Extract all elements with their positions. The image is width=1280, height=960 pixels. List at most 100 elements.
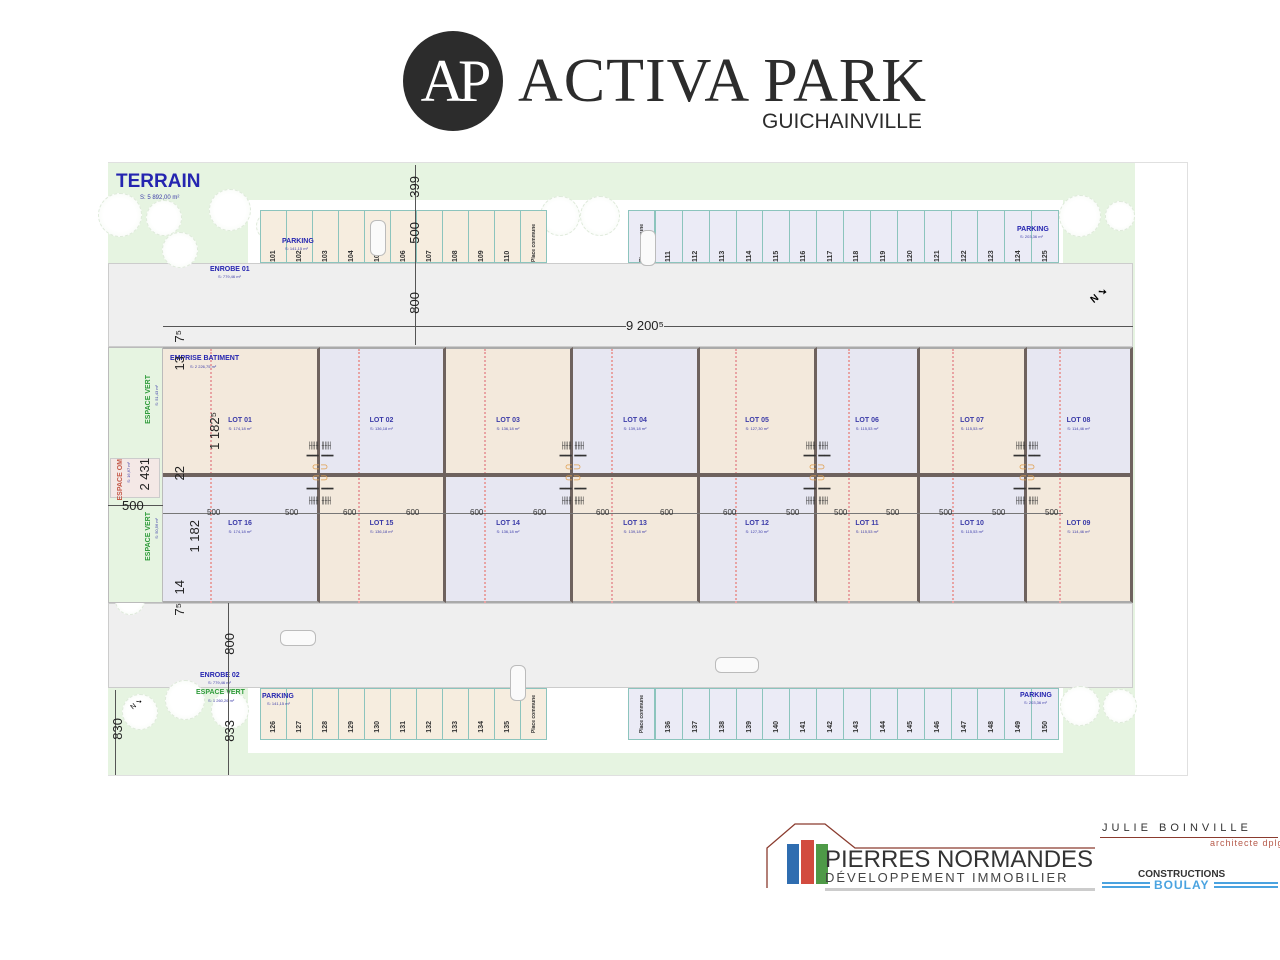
parking-bottom-right-label: PARKING bbox=[1020, 692, 1052, 699]
dim-399: 399 bbox=[407, 176, 422, 198]
parking-stall: 117 bbox=[816, 210, 845, 263]
espace-om-area: S: 16,67 m² bbox=[126, 462, 131, 483]
lot-name: LOT 10 bbox=[960, 520, 984, 527]
lot-parcel: LOT 10 S: 115,53 m² bbox=[920, 475, 1027, 603]
dim-800-top: 800 bbox=[407, 292, 422, 314]
pierres-normandes-logo: PIERRES NORMANDES DÉVELOPPEMENT IMMOBILI… bbox=[765, 820, 1095, 892]
espace-vert-bottom-label: ESPACE VERT bbox=[196, 689, 245, 696]
tree-icon bbox=[165, 680, 205, 720]
lot-name: LOT 01 bbox=[228, 417, 252, 424]
dim-22: 22 bbox=[172, 466, 187, 481]
utility-connection-icon: ⫲⫲⫲ ⫲⫲⫲━━ ━━⊂⊃⊂⊃━━ ━━⫲⫲⫲ ⫲⫲⫲ bbox=[559, 440, 587, 506]
parking-stall: 147 bbox=[950, 688, 979, 740]
parking-stall: 102 bbox=[286, 210, 313, 263]
dim-lot-width: 600 bbox=[406, 508, 420, 517]
dim-1182: 1 182 bbox=[187, 520, 202, 553]
dim-7-5-top: 7⁵ bbox=[172, 330, 187, 343]
parking-bottom-left-label: PARKING bbox=[262, 693, 294, 700]
lot-area: S: 136,18 m² bbox=[496, 426, 520, 431]
lot-parcel: LOT 03 S: 136,18 m² bbox=[446, 347, 573, 477]
dim-lot-width: 600 bbox=[723, 508, 737, 517]
lot-area: S: 115,53 m² bbox=[960, 426, 984, 431]
lot-area: S: 127,30 m² bbox=[745, 529, 769, 534]
car-icon bbox=[370, 220, 386, 256]
lot-area: S: 139,18 m² bbox=[623, 426, 647, 431]
lot-area: S: 115,53 m² bbox=[960, 529, 984, 534]
lot-area: S: 115,53 m² bbox=[855, 529, 879, 534]
espace-vert-top-label: ESPACE VERT bbox=[145, 375, 152, 424]
dim-800-bottom: 800 bbox=[222, 633, 237, 655]
city-name: GUICHAINVILLE bbox=[762, 110, 922, 133]
activa-park-logo: AP bbox=[403, 31, 503, 131]
parking-stall: 131 bbox=[390, 688, 417, 740]
julie-boinville-logo: JULIE BOINVILLE bbox=[1102, 822, 1252, 834]
espace-om-label: ESPACE OM bbox=[117, 459, 124, 501]
parking-stall: 143 bbox=[843, 688, 871, 740]
parking-stall: 111 bbox=[655, 210, 683, 263]
lot-name: LOT 14 bbox=[496, 520, 520, 527]
espace-vert-top-area: S: 51,43 m² bbox=[154, 385, 159, 406]
parking-stall: 145 bbox=[896, 688, 925, 740]
boulay-label: BOULAY bbox=[1150, 878, 1214, 892]
lot-name: LOT 03 bbox=[496, 417, 520, 424]
pierres-normandes-title: PIERRES NORMANDES bbox=[825, 846, 1094, 873]
dimension-line-left bbox=[108, 505, 163, 506]
enrobe-02-label: ENROBE 02 bbox=[200, 672, 240, 679]
parking-stall: 130 bbox=[364, 688, 391, 740]
car-icon bbox=[715, 657, 759, 673]
lot-area: S: 174,18 m² bbox=[228, 426, 252, 431]
car-icon bbox=[510, 665, 526, 701]
dim-500-top: 500 bbox=[407, 222, 422, 244]
constructions-label: CONSTRUCTIONS bbox=[1138, 869, 1226, 880]
lot-area: S: 139,18 m² bbox=[623, 529, 647, 534]
pierres-normandes-subtitle: DÉVELOPPEMENT IMMOBILIER bbox=[825, 870, 1069, 885]
enrobe-02-area: S: 779,46 m² bbox=[208, 680, 231, 685]
lot-name: LOT 07 bbox=[960, 417, 984, 424]
lot-area: S: 136,18 m² bbox=[370, 426, 393, 431]
parking-stall: 108 bbox=[442, 210, 469, 263]
tree-icon bbox=[162, 232, 198, 268]
parking-bottom-right-area: S: 203,36 m² bbox=[1024, 700, 1047, 705]
julie-boinville-rule bbox=[1100, 837, 1278, 838]
parking-top-right-area: S: 203,36 m² bbox=[1020, 234, 1043, 239]
lot-name: LOT 08 bbox=[1066, 417, 1091, 424]
lot-area: S: 115,53 m² bbox=[855, 426, 879, 431]
dim-lot-width: 500 bbox=[886, 508, 900, 517]
parking-stall: 132 bbox=[416, 688, 443, 740]
parking-stall: 118 bbox=[843, 210, 871, 263]
parking-stall: 113 bbox=[708, 210, 737, 263]
tree-icon bbox=[146, 200, 182, 236]
parking-stall: 119 bbox=[869, 210, 898, 263]
parking-stall: 142 bbox=[816, 688, 845, 740]
dim-lot-width: 500 bbox=[992, 508, 1006, 517]
parking-bottom-left-area: S: 141,15 m² bbox=[267, 701, 290, 706]
dim-total-length: 9 200⁵ bbox=[626, 318, 664, 333]
lot-parcel: LOT 13 S: 139,18 m² bbox=[573, 475, 700, 603]
parking-stall: 128 bbox=[312, 688, 339, 740]
utility-connection-icon: ⫲⫲⫲ ⫲⫲⫲━━ ━━⊂⊃⊂⊃━━ ━━⫲⫲⫲ ⫲⫲⫲ bbox=[306, 440, 334, 506]
lot-area: S: 114,46 m² bbox=[1067, 529, 1090, 534]
common-place-stall: Place commune bbox=[520, 210, 547, 263]
emprise-label: EMPRISE BATIMENT bbox=[170, 355, 240, 362]
dim-lot-width: 600 bbox=[533, 508, 547, 517]
terrain-label: TERRAIN bbox=[116, 171, 201, 192]
road-enrobe-02 bbox=[108, 603, 1133, 688]
parking-stall: 127 bbox=[286, 688, 313, 740]
tree-icon bbox=[98, 193, 142, 237]
dim-lot-width: 500 bbox=[939, 508, 953, 517]
dim-lot-width: 500 bbox=[786, 508, 800, 517]
logo-monogram: AP bbox=[420, 47, 492, 114]
parking-stall: 121 bbox=[923, 210, 952, 263]
julie-boinville-subtitle: architecte dplg bbox=[1210, 838, 1280, 848]
dim-lot-width: 500 bbox=[207, 508, 221, 517]
lot-name: LOT 02 bbox=[369, 417, 394, 424]
parking-stall: 150 bbox=[1031, 688, 1059, 740]
parking-top-left-area: S: 141,15 m² bbox=[285, 246, 308, 251]
espace-vert-bottom-area: S: 1 260,26 m² bbox=[208, 698, 235, 703]
lot-name: LOT 13 bbox=[623, 520, 647, 527]
parking-stall: 114 bbox=[735, 210, 764, 263]
